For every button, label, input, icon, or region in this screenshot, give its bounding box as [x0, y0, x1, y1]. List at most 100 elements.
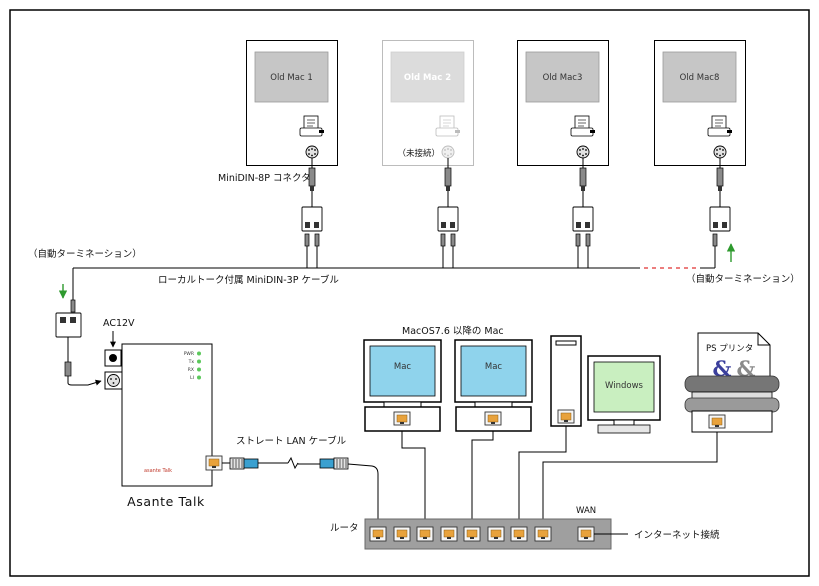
- minidin-cable-to-asante: [67, 376, 102, 386]
- minidin-pin: [314, 153, 316, 155]
- asante-logo: asante Talk: [144, 468, 172, 474]
- led-pwr: [197, 351, 201, 356]
- minidin-pin: [716, 153, 718, 155]
- router-lan-port-8: [534, 526, 552, 542]
- led-label-pwr: PWR: [184, 351, 194, 357]
- minidin-8p-plug: [444, 167, 452, 187]
- old-mac-label: Old Mac3: [543, 73, 583, 83]
- minidin-pin: [444, 149, 446, 151]
- printer-icon-tray: [319, 130, 324, 133]
- localtalk-socket: [441, 222, 446, 228]
- windows-monitor-stand: [613, 419, 635, 426]
- minidin-pin: [716, 149, 718, 151]
- ethernet-port-tab: [400, 422, 404, 424]
- lan-cable-to-router: [347, 463, 379, 521]
- ethernet-port-socket: [513, 529, 525, 538]
- lan-cable-ps-printer: [542, 432, 718, 521]
- old-mac-label: Old Mac8: [680, 73, 720, 83]
- minidin-pin: [311, 148, 313, 150]
- minidin-8p-plug-tip: [581, 186, 585, 191]
- ethernet-port-tab: [584, 537, 588, 539]
- led-rx: [197, 367, 201, 372]
- mac-screen: [369, 345, 436, 397]
- ethernet-port-socket: [396, 529, 408, 538]
- localtalk-socket: [585, 222, 590, 228]
- printer-symbol-ampersand: &: [713, 356, 732, 381]
- unconnected-status-label: （未接続）: [397, 148, 440, 159]
- ethernet-port-tab: [400, 537, 404, 539]
- ethernet-port-socket: [580, 529, 592, 538]
- minidin-pin: [444, 153, 446, 155]
- minidin-8-port-icon: [713, 145, 727, 159]
- localtalk-box-asante: [55, 312, 82, 338]
- minidin-pin: [447, 154, 449, 157]
- printer-port-icon: [299, 115, 324, 137]
- lan-cable-break: [287, 456, 299, 470]
- localtalk-connector-mac-3: [572, 158, 594, 268]
- keyboard: [597, 424, 651, 434]
- localtalk-socket: [314, 222, 319, 228]
- minidin-pin: [585, 153, 587, 155]
- ps-printer-label: PS プリンタ: [706, 344, 753, 354]
- old-mac-screen: [525, 51, 600, 103]
- printer-icon-body: [707, 127, 731, 137]
- minidin-pin: [110, 378, 112, 380]
- minidin-8p-plug-tip: [310, 186, 314, 191]
- ethernet-port-tab: [494, 537, 498, 539]
- asante-led-panel: PWR Tx RX LI: [184, 351, 201, 381]
- rj45-connector-left: [229, 457, 259, 470]
- printer-icon-body: [570, 127, 594, 137]
- minidin-pin: [447, 148, 449, 150]
- mac-ethernet-port: [484, 411, 502, 426]
- minidin-pin: [308, 149, 310, 151]
- router-lan-port-2: [393, 526, 411, 542]
- mac-label: Mac: [485, 362, 503, 372]
- old-mac-label: Old Mac 1: [270, 73, 312, 83]
- ethernet-port-tab: [715, 425, 719, 427]
- old-mac-screen: [390, 51, 465, 103]
- windows-monitor: Windows: [587, 355, 661, 434]
- ethernet-port-tab: [376, 537, 380, 539]
- localtalk-connector-mac-1: [301, 158, 323, 268]
- minidin-8p-plug: [579, 167, 587, 187]
- printer-icon-tray: [455, 130, 460, 133]
- router-label: ルータ: [330, 523, 359, 534]
- pc-ethernet-port: [557, 409, 575, 424]
- windows-screen: [593, 361, 655, 413]
- led-label-rx: RX: [188, 367, 194, 373]
- printer-base: [691, 410, 773, 433]
- printer-top-roller: [684, 375, 780, 393]
- minidin-8-port-icon: [576, 145, 590, 159]
- asante-ethernet-port: [205, 455, 223, 471]
- lan-cable-mac-1: [401, 431, 426, 521]
- ethernet-port-tab: [541, 537, 545, 539]
- wan-label: WAN: [576, 506, 596, 516]
- mac-screen: [460, 345, 527, 397]
- old-mac-2: Old Mac 2 （未接続）: [382, 40, 474, 166]
- ethernet-port-socket: [487, 414, 499, 423]
- power-jack-hole: [109, 354, 117, 362]
- mac-label: Mac: [394, 362, 412, 372]
- ethernet-port-socket: [443, 529, 455, 538]
- ethernet-port-socket: [711, 417, 723, 426]
- router-lan-port-1: [369, 526, 387, 542]
- ethernet-port-socket: [396, 414, 408, 423]
- minidin-pin: [722, 153, 724, 155]
- printer-icon-tray: [590, 130, 595, 133]
- power-label: AC12V: [103, 318, 135, 329]
- minidin-pin: [582, 148, 584, 150]
- mac-2: Mac: [454, 339, 533, 432]
- ethernet-port-socket: [490, 529, 502, 538]
- auto-termination-label-right: （自動ターミネーション）: [686, 273, 800, 285]
- old-mac-screen: [254, 51, 329, 103]
- localtalk-socket: [70, 317, 76, 323]
- ethernet-port-tab: [447, 537, 451, 539]
- ethernet-port-socket: [419, 529, 431, 538]
- minidin-3p-plug: [314, 233, 320, 247]
- localtalk-cable-label: ローカルトーク付属 MiniDIN-3P ケーブル: [158, 274, 339, 286]
- localtalk-socket: [576, 222, 581, 228]
- windows-pc: Windows: [550, 335, 661, 434]
- led-tx: [197, 359, 201, 364]
- printer-document-fold: [757, 333, 770, 346]
